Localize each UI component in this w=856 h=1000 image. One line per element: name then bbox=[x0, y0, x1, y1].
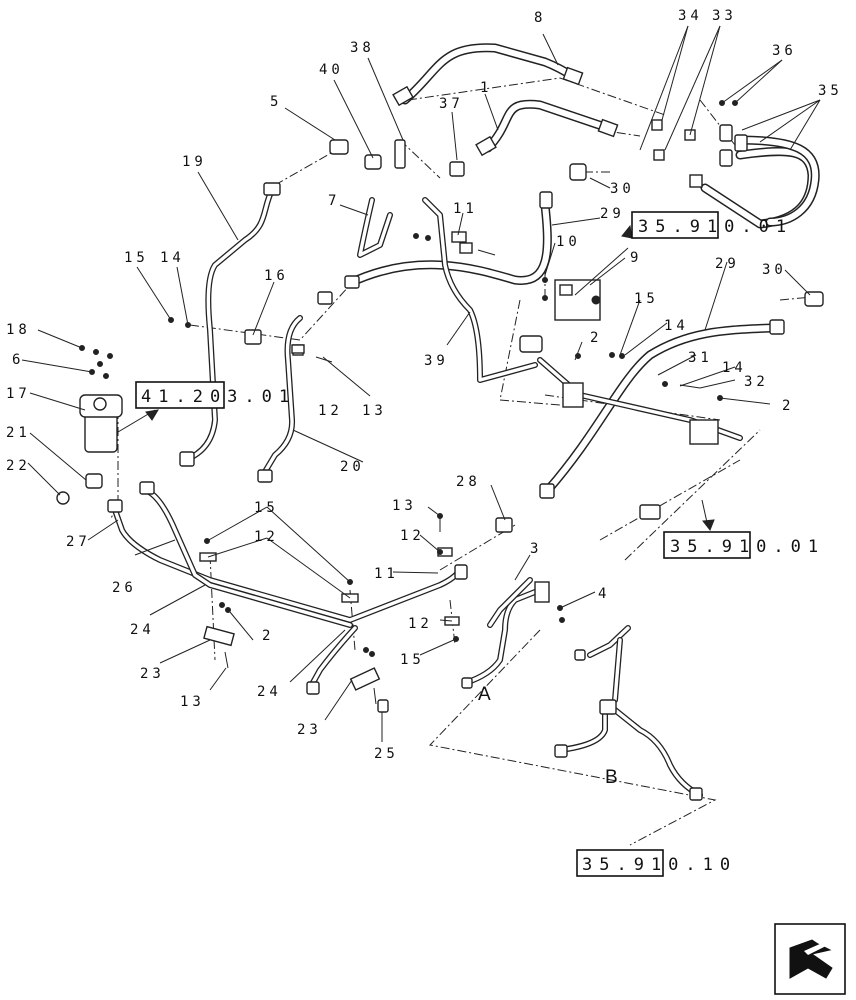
ref-text-filter[interactable]: 41.203.01 bbox=[141, 387, 296, 407]
callout: 21 bbox=[6, 425, 31, 441]
callout: 19 bbox=[182, 154, 207, 170]
callout: 31 bbox=[688, 350, 713, 366]
callout: 34 bbox=[678, 8, 703, 24]
callout: 7 bbox=[328, 193, 340, 209]
callout: 38 bbox=[350, 40, 375, 56]
callout-numbers: 8 34 33 36 35 38 40 5 37 1 19 7 11 30 29… bbox=[6, 8, 843, 762]
hoses bbox=[345, 43, 820, 495]
callout: 40 bbox=[319, 62, 344, 78]
callout: 16 bbox=[264, 268, 289, 284]
ref-box-bottom[interactable]: 35.910.10 bbox=[576, 849, 737, 877]
callout: 9 bbox=[630, 250, 642, 266]
callout: 3 bbox=[530, 541, 542, 557]
callout: 18 bbox=[6, 322, 31, 338]
view-label-a: A bbox=[478, 684, 491, 705]
callout: 30 bbox=[762, 262, 787, 278]
callout: 29 bbox=[600, 206, 625, 222]
callout: 20 bbox=[340, 459, 365, 475]
callout: 24 bbox=[257, 684, 282, 700]
callout: 15 bbox=[634, 291, 659, 307]
callout: 5 bbox=[270, 94, 282, 110]
ref-box-mid-right[interactable]: 35.910.01 bbox=[663, 531, 825, 559]
ref-arrows bbox=[145, 224, 715, 531]
callout: 15 bbox=[254, 500, 279, 516]
tubes bbox=[112, 187, 743, 798]
callout: 17 bbox=[6, 386, 31, 402]
callout: 23 bbox=[297, 722, 322, 738]
callout: 12 bbox=[408, 616, 433, 632]
callout: 14 bbox=[664, 318, 689, 334]
callout: 37 bbox=[439, 96, 464, 112]
callout: 36 bbox=[772, 43, 797, 59]
callout: 13 bbox=[362, 403, 387, 419]
view-label-b: B bbox=[605, 767, 618, 788]
callout: 26 bbox=[112, 580, 137, 596]
callout: 8 bbox=[534, 10, 546, 26]
callout: 12 bbox=[254, 529, 279, 545]
ref-text-mid-right[interactable]: 35.910.01 bbox=[670, 537, 825, 557]
callout: 30 bbox=[610, 181, 635, 197]
callout: 2 bbox=[782, 398, 794, 414]
callout: 11 bbox=[374, 566, 399, 582]
callout: 15 bbox=[124, 250, 149, 266]
callout: 22 bbox=[6, 458, 31, 474]
callout: 25 bbox=[374, 746, 399, 762]
callout: 14 bbox=[722, 360, 747, 376]
next-page-arrow-icon[interactable] bbox=[774, 923, 846, 995]
callout: 2 bbox=[262, 628, 274, 644]
callout: 15 bbox=[400, 652, 425, 668]
callout: 11 bbox=[453, 201, 478, 217]
callout: 2 bbox=[590, 330, 602, 346]
callout: 27 bbox=[66, 534, 91, 550]
callout: 4 bbox=[598, 586, 610, 602]
callout: 14 bbox=[160, 250, 185, 266]
callout: 33 bbox=[712, 8, 737, 24]
callout: 13 bbox=[392, 498, 417, 514]
callout: 12 bbox=[318, 403, 343, 419]
callout: 1 bbox=[480, 80, 492, 96]
ref-box-filter[interactable]: 41.203.01 bbox=[135, 381, 296, 409]
parts bbox=[56, 66, 824, 801]
callout: 29 bbox=[715, 256, 740, 272]
callout: 39 bbox=[424, 353, 449, 369]
callout: 35 bbox=[818, 83, 843, 99]
ref-box-top-right[interactable]: 35.910.01 bbox=[631, 211, 793, 239]
callout: 10 bbox=[556, 234, 581, 250]
callout: 12 bbox=[400, 528, 425, 544]
callout: 23 bbox=[140, 666, 165, 682]
callout: 13 bbox=[180, 694, 205, 710]
callout: 6 bbox=[12, 352, 24, 368]
callout: 32 bbox=[744, 374, 769, 390]
callout: 28 bbox=[456, 474, 481, 490]
callout: 24 bbox=[130, 622, 155, 638]
ref-text-top-right[interactable]: 35.910.01 bbox=[638, 217, 793, 237]
ref-text-bottom[interactable]: 35.910.10 bbox=[582, 855, 737, 875]
